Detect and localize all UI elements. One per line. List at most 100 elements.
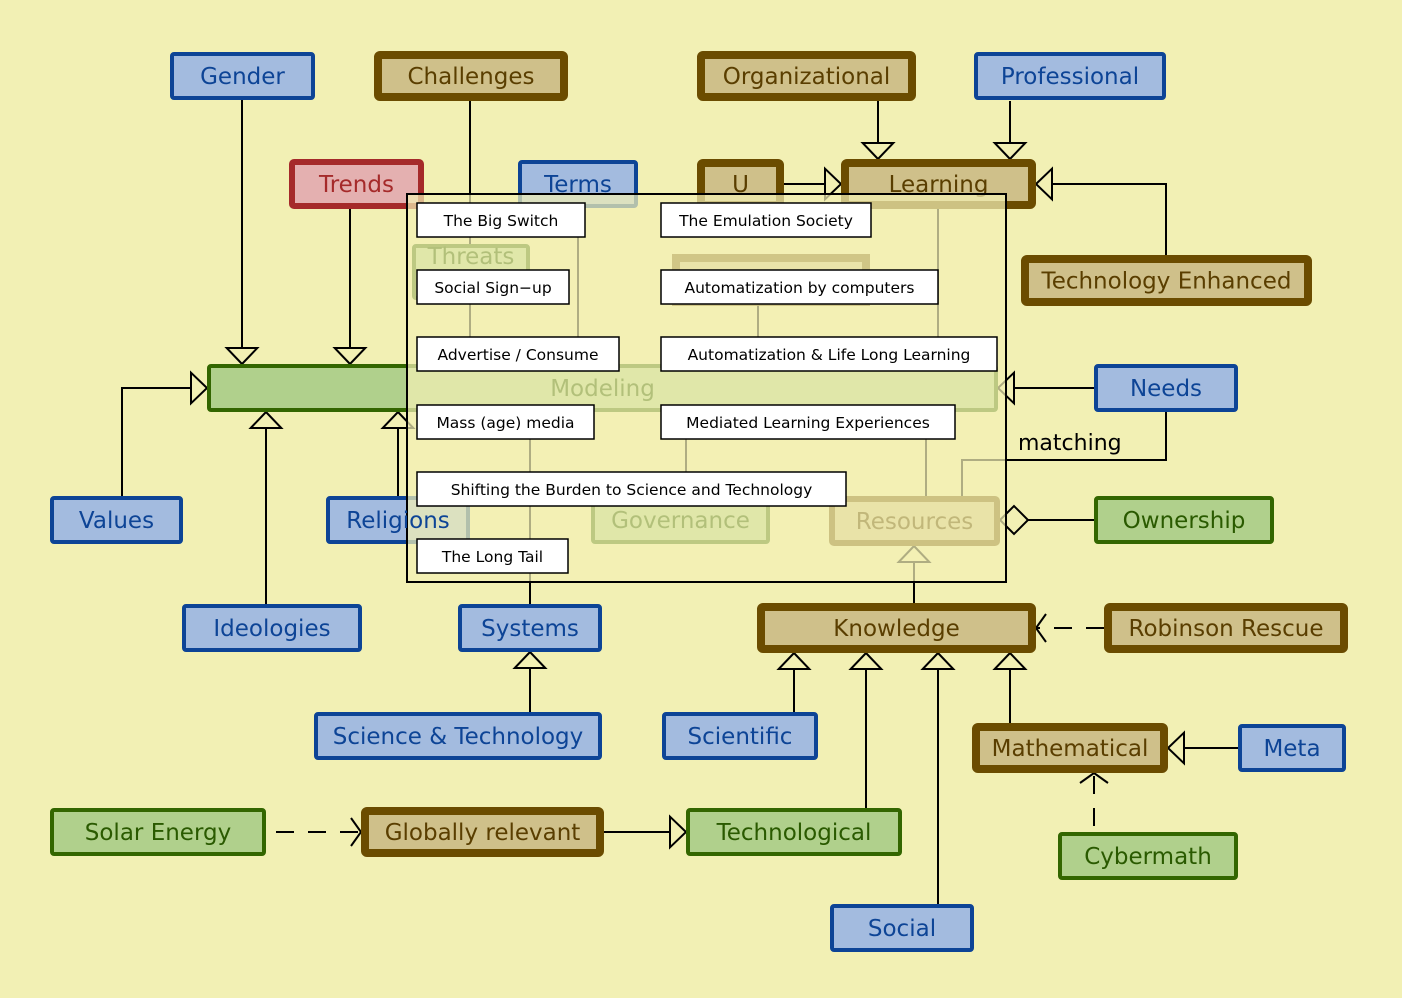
node-systems[interactable]: Systems [458, 604, 602, 652]
node-ownership[interactable]: Ownership [1094, 496, 1274, 544]
node-box [182, 604, 362, 652]
node-label: Meta [1263, 736, 1320, 762]
node-scientific[interactable]: Scientific [662, 712, 818, 760]
node-box [697, 51, 916, 101]
arrowhead-triangle-icon [860, 142, 896, 161]
node-box [361, 807, 604, 857]
popup-item-label: Advertise / Consume [438, 346, 599, 364]
node-box [1021, 255, 1312, 306]
node-social[interactable]: Social [830, 904, 974, 952]
popup-item-label: Automatization & Life Long Learning [688, 346, 971, 364]
arrowhead-triangle-icon [920, 651, 956, 670]
node-box [314, 712, 602, 760]
node-box [50, 496, 183, 544]
node-values[interactable]: Values [50, 496, 183, 544]
node-box [374, 51, 568, 101]
node-label: Social [868, 916, 936, 942]
node-trends[interactable]: Trends [289, 159, 424, 209]
arrowhead-triangle-icon [669, 814, 688, 850]
node-label: U [732, 172, 749, 198]
node-ideologies[interactable]: Ideologies [182, 604, 362, 652]
node-technology-enhanced[interactable]: Technology Enhanced [1021, 255, 1312, 306]
node-meta[interactable]: Meta [1238, 724, 1346, 772]
node-label: Professional [1001, 64, 1139, 90]
node-label: Technology Enhanced [1041, 269, 1292, 295]
node-label: Knowledge [833, 616, 959, 642]
popup-item-box [416, 269, 570, 305]
node-gender[interactable]: Gender [170, 52, 315, 100]
node-science-technology[interactable]: Science & Technology [314, 712, 602, 760]
popup-item[interactable]: Automatization & Life Long Learning [660, 336, 998, 372]
popup-item-box [416, 471, 847, 507]
popup-item[interactable]: Automatization by computers [660, 269, 939, 305]
arrowhead-triangle-icon [332, 347, 368, 366]
node-label: Challenges [408, 64, 535, 90]
arrowhead-triangle-icon [992, 142, 1028, 161]
popup-item-box [416, 336, 620, 372]
popup-item-label: The Emulation Society [678, 212, 853, 230]
popup-item[interactable]: The Long Tail [416, 538, 569, 574]
node-technological[interactable]: Technological [686, 808, 902, 856]
node-robinson-rescue[interactable]: Robinson Rescue [1104, 603, 1348, 653]
node-box [50, 808, 266, 856]
node-box [1094, 496, 1274, 544]
node-label: Solar Energy [85, 820, 231, 846]
popup-item-box [660, 404, 956, 440]
popup-item-box [660, 336, 998, 372]
node-label: Threats [427, 244, 515, 270]
node-label: Globally relevant [385, 820, 581, 846]
popup-item[interactable]: Advertise / Consume [416, 336, 620, 372]
popup-item-label: The Long Tail [441, 548, 543, 566]
node-needs[interactable]: Needs [1094, 364, 1238, 412]
node-label: Organizational [723, 64, 891, 90]
arrowhead-triangle-icon [224, 347, 260, 366]
node-label: Science & Technology [333, 724, 584, 750]
node-label: Modeling [550, 376, 655, 402]
node-globally-relevant[interactable]: Globally relevant [361, 807, 604, 857]
node-box [170, 52, 315, 100]
arrowhead-triangle-icon [992, 651, 1028, 670]
node-mathematical[interactable]: Mathematical [972, 723, 1168, 773]
node-box [289, 159, 424, 209]
node-challenges[interactable]: Challenges [374, 51, 568, 101]
popup-item[interactable]: Mass (age) media [416, 404, 595, 440]
node-label: Trends [318, 172, 394, 198]
node-box [757, 603, 1036, 653]
popup-item-box [416, 202, 586, 238]
arrowhead-triangle-icon [512, 650, 548, 669]
node-label: Resources [856, 509, 973, 535]
popup-item-box [660, 202, 872, 238]
node-organizational[interactable]: Organizational [697, 51, 916, 101]
node-knowledge[interactable]: Knowledge [757, 603, 1036, 653]
popup-item-label: Shifting the Burden to Science and Techn… [451, 481, 813, 499]
node-cybermath[interactable]: Cybermath [1058, 832, 1238, 880]
arrowhead-triangle-icon [776, 651, 812, 670]
node-box [830, 904, 974, 952]
node-label: Technological [716, 820, 872, 846]
arrowhead-triangle-icon [190, 370, 209, 406]
popup-item[interactable]: Social Sign−up [416, 269, 570, 305]
node-solar-energy[interactable]: Solar Energy [50, 808, 266, 856]
popup-item-box [416, 538, 569, 574]
arrowhead-triangle-icon [1034, 166, 1053, 202]
popup-item-label: The Big Switch [443, 212, 559, 230]
popup-item[interactable]: The Big Switch [416, 202, 586, 238]
node-label: Ownership [1123, 508, 1246, 534]
popup-item-label: Automatization by computers [685, 279, 915, 297]
edge-line [121, 387, 191, 496]
node-box [1238, 724, 1346, 772]
popup-item[interactable]: Shifting the Burden to Science and Techn… [416, 471, 847, 507]
node-label: Gender [200, 64, 285, 90]
node-label: Governance [611, 508, 750, 534]
node-professional[interactable]: Professional [974, 52, 1166, 100]
node-box [686, 808, 902, 856]
popup-item[interactable]: The Emulation Society [660, 202, 872, 238]
popup-item-label: Mass (age) media [436, 414, 574, 432]
node-label: Mathematical [992, 736, 1149, 762]
node-box [1104, 603, 1348, 653]
popup-item[interactable]: Mediated Learning Experiences [660, 404, 956, 440]
